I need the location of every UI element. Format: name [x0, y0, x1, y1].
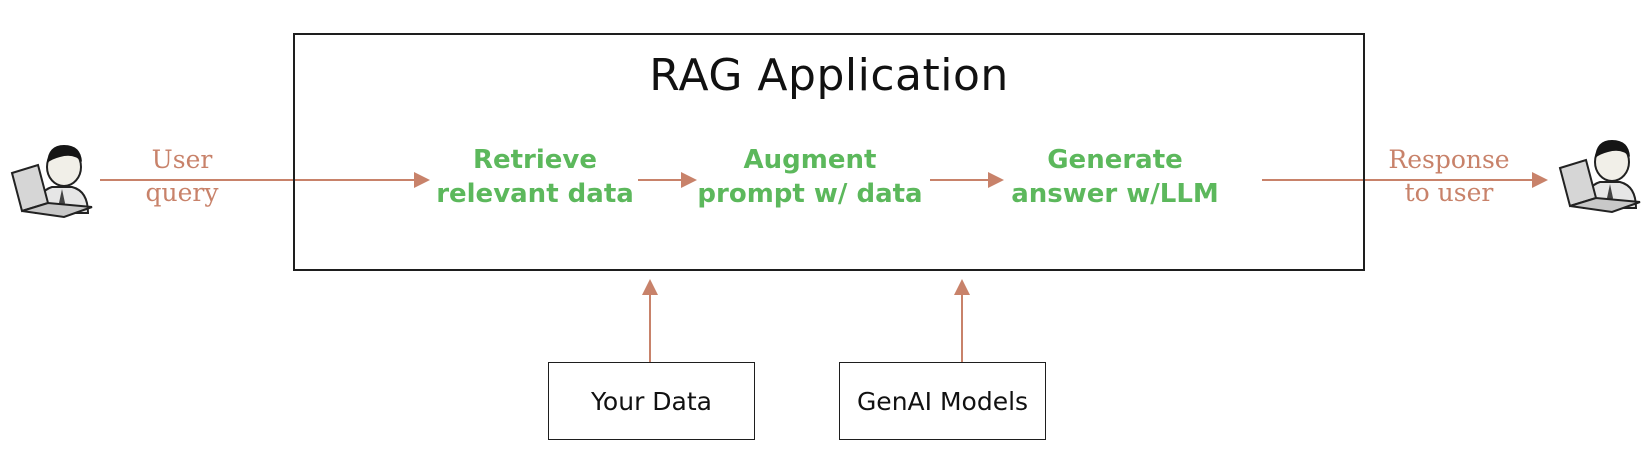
- response-label: Response to user: [1369, 143, 1529, 209]
- step-generate-title: Generate: [1047, 145, 1183, 175]
- user-query-line2: query: [145, 178, 219, 207]
- step-generate-subtitle: answer w/LLM: [1011, 179, 1219, 209]
- response-line1: Response: [1388, 145, 1510, 174]
- user-query-line1: User: [151, 145, 213, 174]
- step-generate: Generate answer w/LLM: [975, 143, 1255, 211]
- step-augment: Augment prompt w/ data: [670, 143, 950, 211]
- user-at-laptop-icon: [1558, 140, 1641, 214]
- response-line2: to user: [1404, 178, 1494, 207]
- step-retrieve-title: Retrieve: [472, 145, 598, 175]
- step-augment-subtitle: prompt w/ data: [697, 179, 923, 209]
- step-retrieve: Retrieve relevant data: [395, 143, 675, 211]
- step-retrieve-subtitle: relevant data: [436, 179, 634, 209]
- rag-application-box: [293, 33, 1365, 271]
- user-at-laptop-icon: [10, 145, 93, 219]
- rag-application-title: RAG Application: [649, 50, 1009, 101]
- genai-models-box: GenAI Models: [839, 362, 1046, 440]
- step-augment-title: Augment: [743, 145, 877, 175]
- user-query-label: User query: [102, 143, 262, 209]
- your-data-box: Your Data: [548, 362, 755, 440]
